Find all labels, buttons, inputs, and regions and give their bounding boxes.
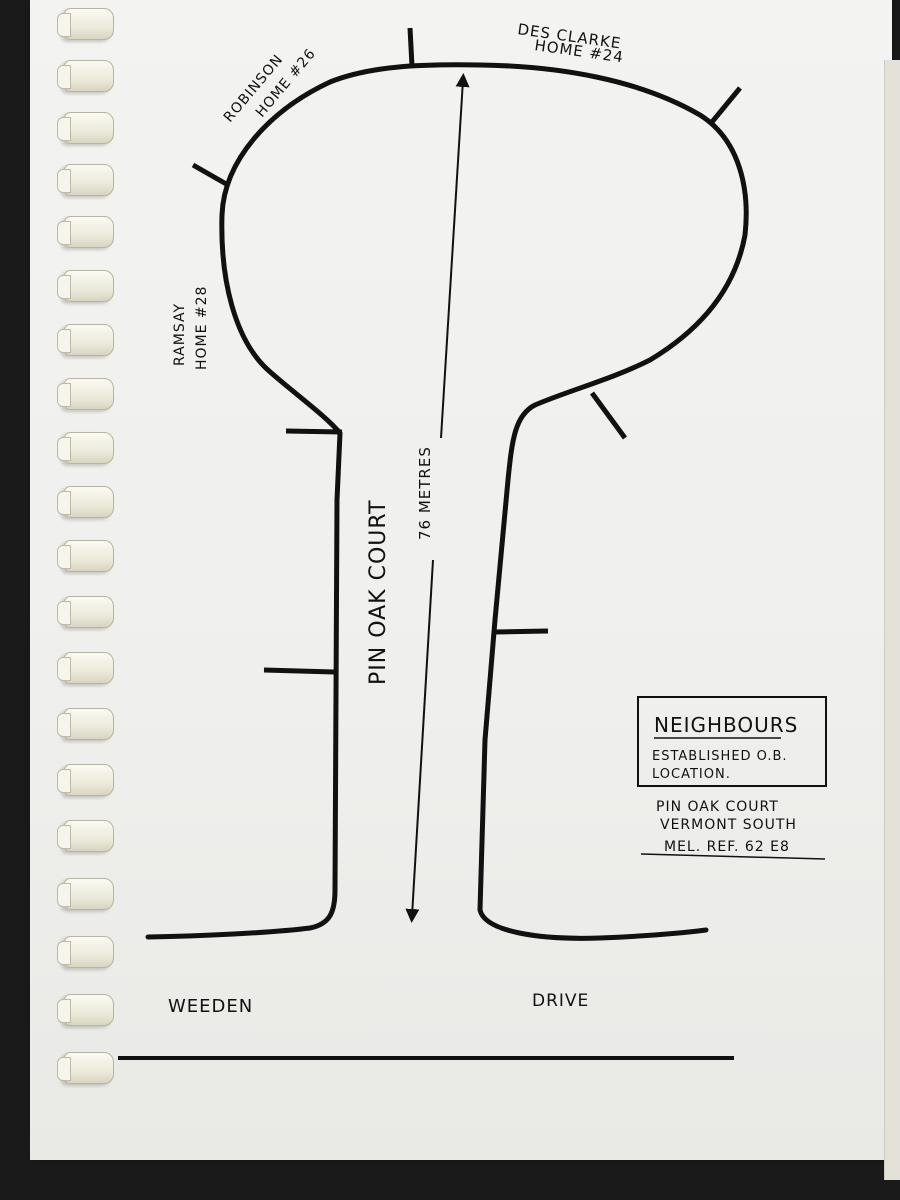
boundary-tick: [285, 428, 343, 435]
home-28-name: RAMSAY: [172, 303, 188, 366]
binding-ring: [57, 8, 114, 40]
boundary-tick: [407, 27, 415, 67]
legend-line-2: LOCATION.: [652, 767, 731, 782]
binding-ring: [57, 112, 114, 144]
binding-ring: [57, 652, 114, 684]
page-stack-edge: [884, 60, 900, 1180]
home-28-detail: HOME #28: [194, 286, 210, 370]
reference-line-1: PIN OAK COURT: [656, 799, 779, 815]
binding-ring: [57, 936, 114, 968]
cul-de-sac-outline: [145, 62, 749, 941]
road-name-left: WEEDEN: [168, 996, 253, 1017]
binding-ring: [57, 994, 114, 1026]
binding-ring: [57, 486, 114, 518]
binding-ring: [57, 596, 114, 628]
reference-underline: [640, 853, 826, 860]
boundary-tick: [263, 667, 335, 675]
binding-ring: [57, 164, 114, 196]
boundary-tick: [710, 86, 742, 124]
road-name-right: DRIVE: [532, 991, 589, 1011]
binding-ring: [57, 1052, 114, 1084]
binding-ring: [57, 708, 114, 740]
binding-ring: [57, 216, 114, 248]
street-name-label: PIN OAK COURT: [366, 499, 391, 685]
binding-ring: [57, 324, 114, 356]
legend-line-1: ESTABLISHED O.B.: [652, 749, 788, 764]
notebook-page: [30, 0, 892, 1160]
binding-ring: [57, 60, 114, 92]
spiral-binding: [0, 0, 120, 1200]
distance-label: 76 METRES: [416, 446, 434, 540]
legend-box: [637, 696, 827, 787]
reference-line-3: MEL. REF. 62 E8: [664, 839, 790, 855]
binding-ring: [57, 270, 114, 302]
binding-ring: [57, 878, 114, 910]
binding-ring: [57, 540, 114, 572]
legend-title: NEIGHBOURS: [654, 713, 798, 737]
boundary-tick: [191, 162, 230, 188]
boundary-tick: [589, 391, 628, 440]
binding-ring: [57, 764, 114, 796]
distance-arrow-lower: [405, 559, 434, 923]
binding-ring: [57, 378, 114, 410]
reference-line-2: VERMONT SOUTH: [660, 817, 797, 833]
binding-ring: [57, 432, 114, 464]
boundary-tick: [494, 628, 549, 635]
binding-ring: [57, 820, 114, 852]
distance-arrow-upper: [440, 73, 470, 439]
